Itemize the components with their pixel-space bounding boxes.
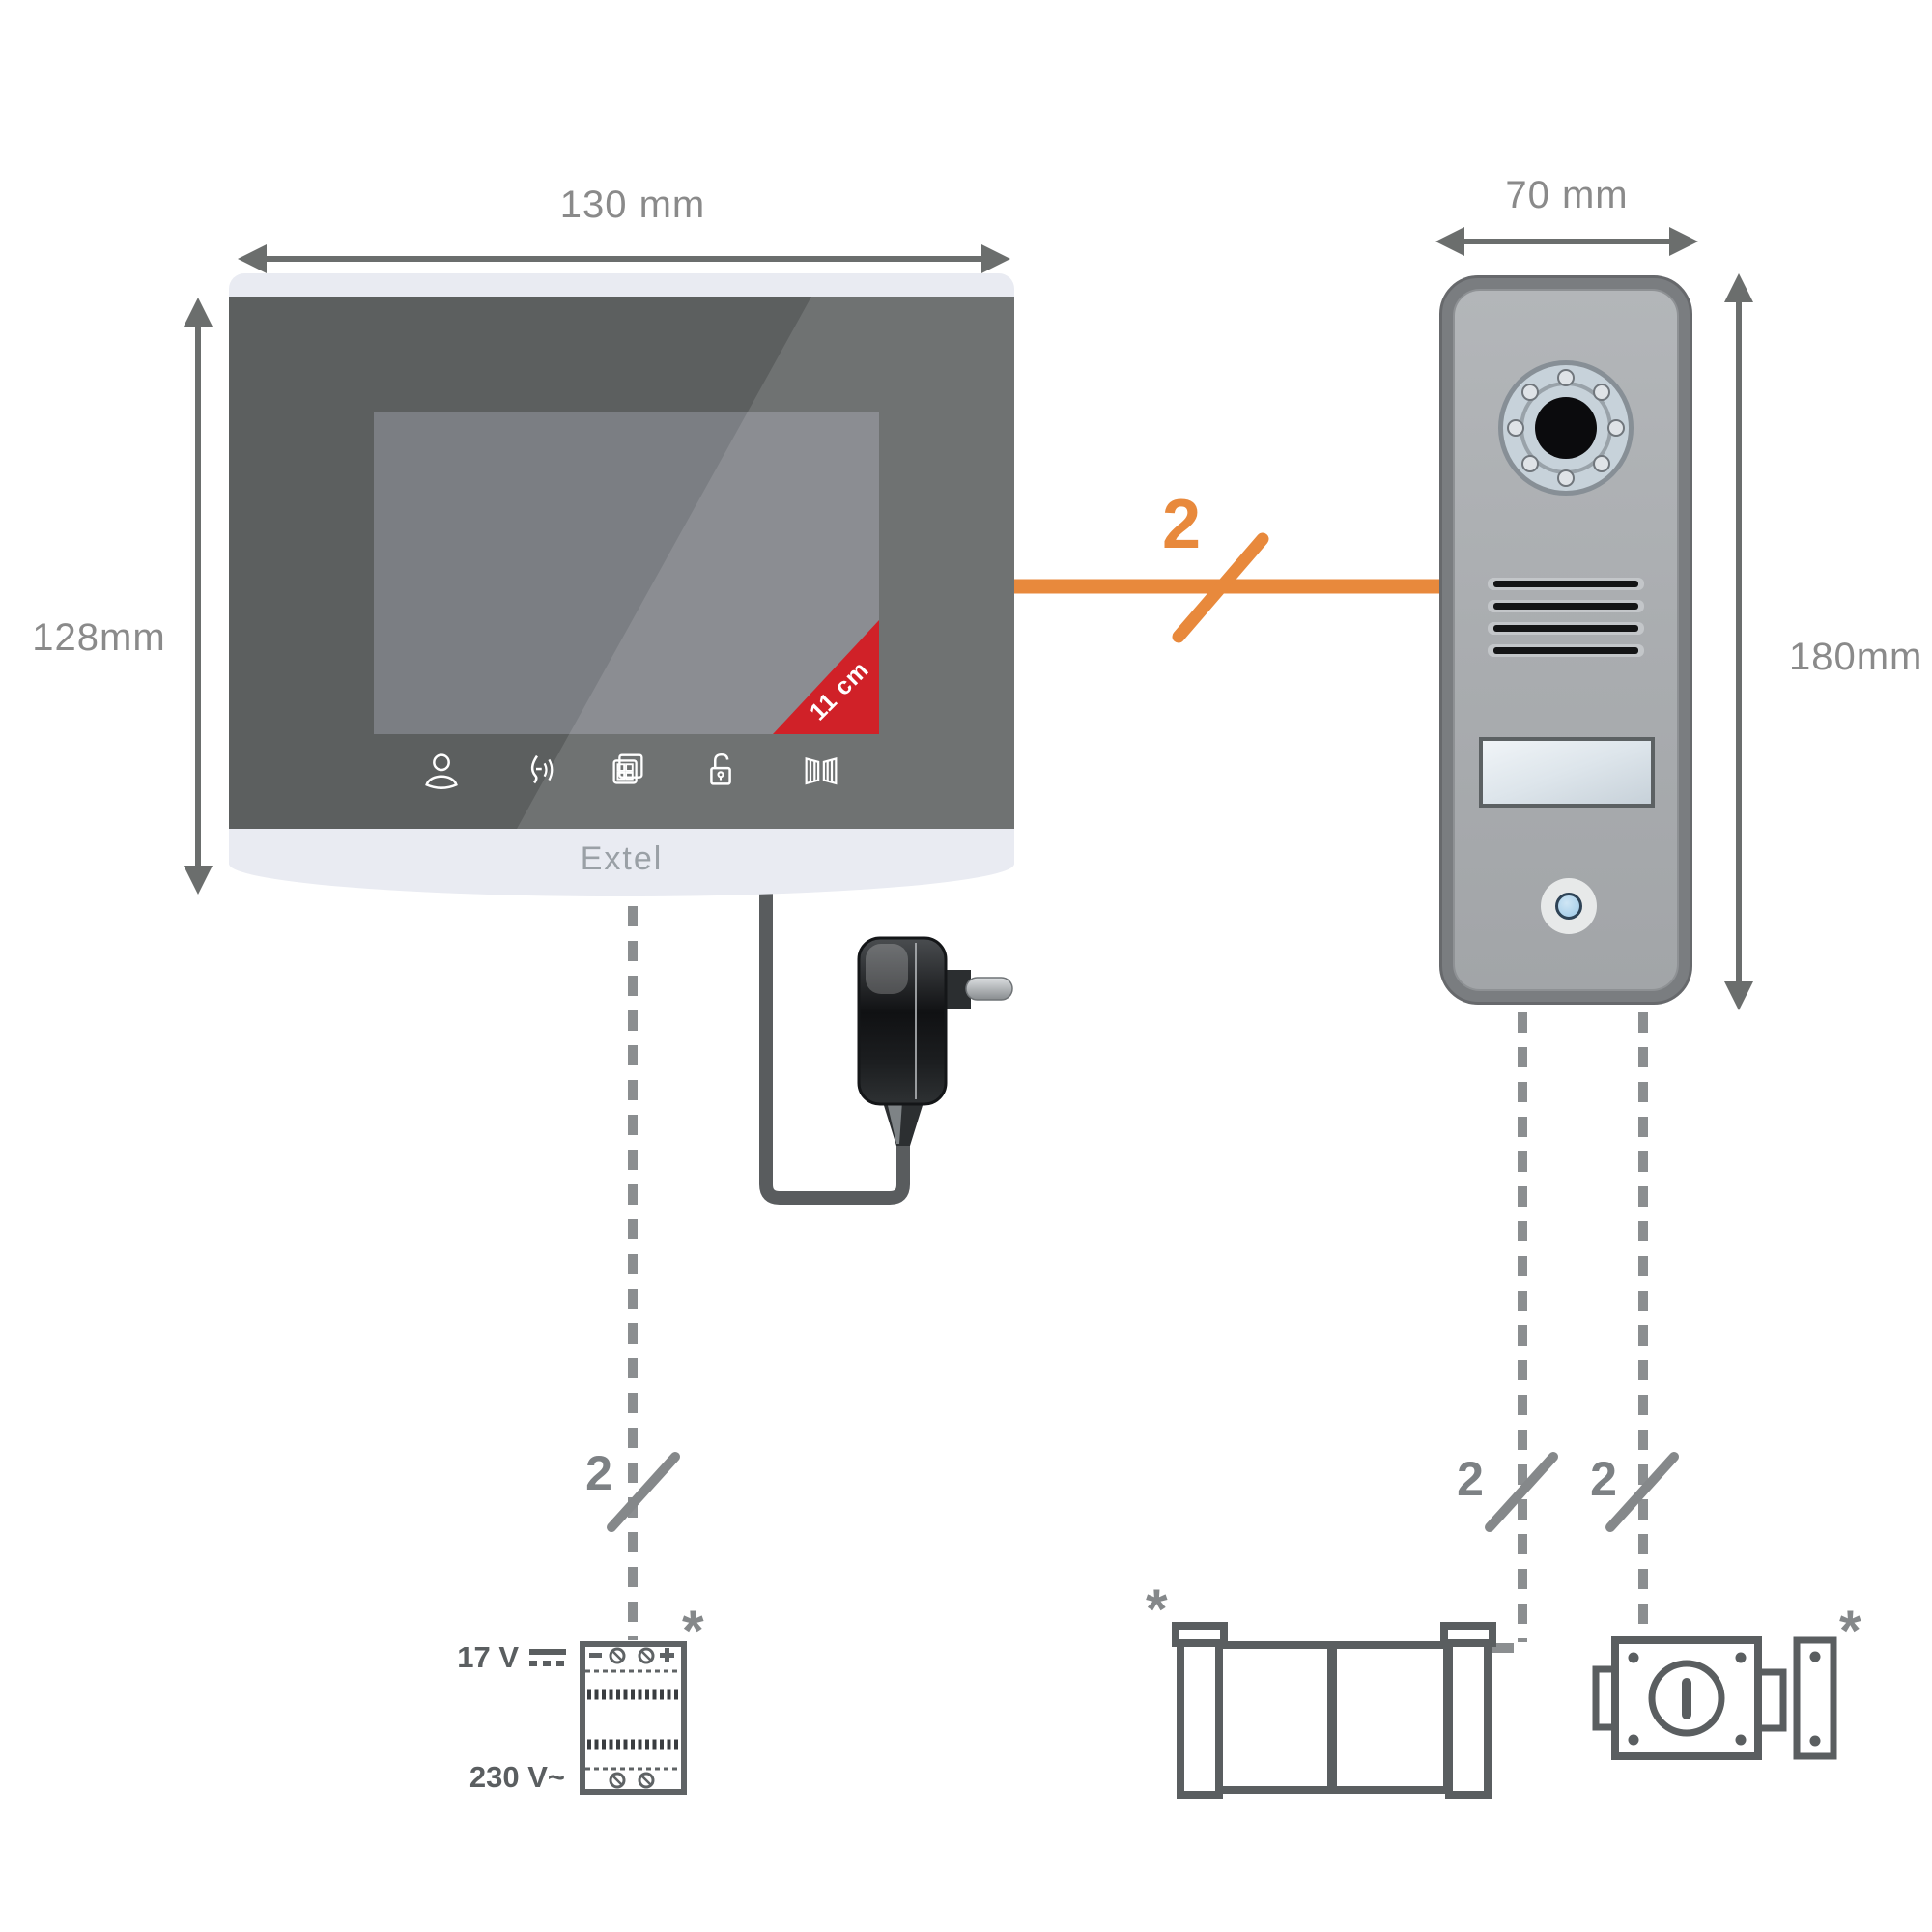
door-height-arrow	[1724, 273, 1753, 1010]
call-button[interactable]	[1541, 878, 1597, 934]
brand-logo: Extel	[580, 840, 664, 877]
ir-led	[1557, 369, 1575, 386]
gate-wire-count: 2	[1457, 1452, 1484, 1506]
speaker-grille-slot	[1488, 644, 1644, 657]
unlock-icon	[710, 753, 731, 785]
door-width-arrow	[1435, 227, 1698, 256]
psu-input-label: 230 V~	[469, 1760, 565, 1794]
camera	[1498, 360, 1634, 496]
gate-wire	[1485, 1012, 1558, 1653]
adapter-cable	[759, 891, 910, 1205]
gallery-icon	[612, 753, 643, 784]
monitor-chin: Extel	[229, 829, 1014, 896]
monitor-width-label: 130 mm	[559, 184, 706, 226]
gate-pictogram	[1172, 1622, 1496, 1799]
power-adapter	[857, 936, 1013, 1146]
monitor-height-arrow	[184, 298, 213, 895]
psu-output-label: 17 V	[457, 1640, 519, 1674]
lock-wire-count: 2	[1590, 1452, 1617, 1506]
speaker-grille-slot	[1488, 622, 1644, 635]
bus-wire	[1014, 532, 1446, 643]
monitor-width-arrow	[238, 244, 1010, 273]
camera-lens-icon	[1535, 397, 1597, 459]
lock-pictogram	[1592, 1636, 1837, 1760]
ir-led	[1607, 419, 1625, 437]
call-button-led-icon	[1555, 893, 1582, 920]
psu-wire-count: 2	[585, 1446, 612, 1500]
voice-icon	[530, 754, 554, 784]
door-station	[1439, 275, 1692, 1005]
lock-note-marker: *	[1839, 1600, 1861, 1662]
bus-wire-count: 2	[1161, 486, 1202, 563]
psu-wire	[607, 906, 680, 1640]
ir-led	[1593, 455, 1610, 472]
ir-led	[1557, 469, 1575, 487]
speaker-grille-slot	[1488, 600, 1644, 612]
monitor-height-label: 128mm	[32, 616, 166, 659]
psu-note-marker: *	[682, 1600, 704, 1662]
user-icon	[425, 753, 458, 789]
monitor-screen	[374, 412, 879, 734]
monitor-top-strip	[229, 273, 1014, 298]
door-height-label: 180mm	[1789, 636, 1923, 678]
ir-led	[1521, 455, 1539, 472]
ir-led	[1507, 419, 1524, 437]
name-plate	[1479, 737, 1655, 808]
psu-module	[529, 1641, 687, 1795]
door-width-label: 70 mm	[1505, 174, 1629, 216]
gate-note-marker: *	[1146, 1578, 1168, 1641]
ir-led	[1593, 384, 1610, 401]
lock-wire	[1605, 1012, 1679, 1634]
indoor-monitor: 11 cm	[229, 273, 1014, 896]
speaker-grille-slot	[1488, 578, 1644, 590]
ir-led	[1521, 384, 1539, 401]
gate-open-icon	[805, 757, 838, 785]
